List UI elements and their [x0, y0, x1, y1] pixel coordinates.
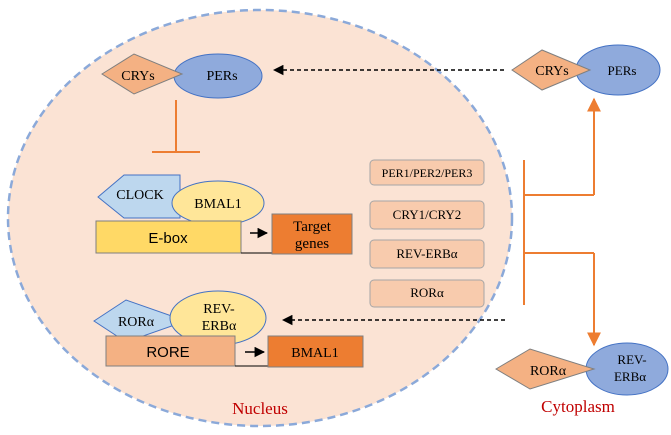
gene-box-cry [369, 200, 485, 230]
reverba-label-1: REV- [203, 302, 235, 317]
cyto-pers-label: PERs [608, 63, 637, 78]
inhibition-symbol [152, 100, 200, 153]
target-genes-box [271, 213, 353, 255]
target-genes-label-2: genes [295, 236, 329, 252]
nucleus-crys-label: CRYs [121, 69, 154, 84]
clock-bmal1-complex: CLOCK BMAL1 [97, 174, 265, 226]
cytoplasm-label: Cytoplasm [541, 397, 615, 416]
cyto-crys-label: CRYs [535, 64, 568, 79]
gene-box-ror [369, 279, 485, 308]
gene-label-per: PER1/PER2/PER3 [382, 166, 473, 180]
rore-label: RORE [146, 344, 189, 361]
nucleus-crys-shape [101, 53, 184, 95]
gene-box-per [369, 159, 485, 186]
rore-box [105, 335, 236, 367]
rora-label: RORα [118, 315, 155, 330]
cytoplasm-rora-reverba-complex: RORα REV- ERBα [495, 342, 669, 396]
cytoplasm-crys-pers-complex: CRYs PERs [511, 44, 661, 96]
gene-label-ror: RORα [410, 285, 444, 300]
bmal1-gene-box [267, 335, 364, 368]
cyto-reverba-label-2: ERBα [614, 369, 646, 384]
cyto-reverba-label-1: REV- [617, 352, 646, 367]
nucleus-label: Nucleus [232, 399, 288, 418]
ebox-box [95, 220, 242, 254]
nucleus-pers-label: PERs [206, 69, 237, 84]
reverba-label-2: ERBα [202, 319, 237, 334]
clock-label: CLOCK [116, 188, 163, 203]
bracket-lines [523, 160, 594, 305]
nucleus-crys-pers-complex: CRYs PERs [101, 53, 263, 99]
rora-reverba-complex: RORα REV- ERBα [93, 290, 267, 346]
gene-box-reverb [369, 239, 485, 269]
cyto-rora-label: RORα [530, 364, 567, 379]
gene-list: PER1/PER2/PER3 CRY1/CRY2 REV-ERBα RORα [369, 159, 485, 308]
target-genes-label-1: Target [293, 219, 332, 235]
cyto-crys-shape [511, 49, 592, 91]
bmal1-label: BMAL1 [194, 197, 241, 212]
gene-label-cry: CRY1/CRY2 [393, 207, 462, 222]
ebox-label: E-box [148, 230, 188, 247]
gene-label-reverb: REV-ERBα [396, 246, 457, 261]
bmal1-gene-label: BMAL1 [291, 346, 338, 361]
cyto-rora-shape [495, 348, 596, 390]
